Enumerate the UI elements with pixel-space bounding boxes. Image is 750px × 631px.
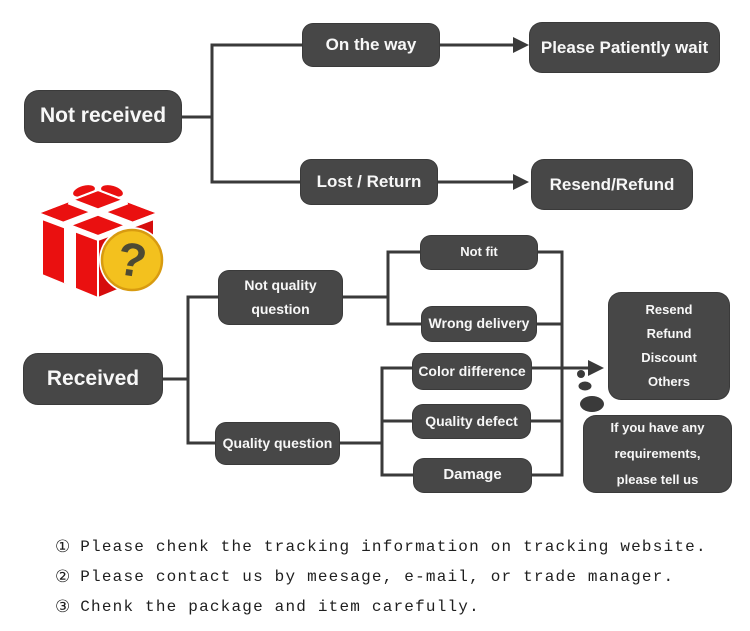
note-text: Please contact us by meesage, e-mail, or… — [80, 568, 675, 586]
question-badge-icon: ? — [99, 227, 165, 293]
node-color-difference: Color difference — [412, 353, 532, 390]
footer-notes: ① Please chenk the tracking information … — [55, 532, 707, 622]
node-outcomes: Resend Refund Discount Others — [608, 292, 730, 400]
node-resend-refund: Resend/Refund — [531, 159, 693, 210]
node-lost-return: Lost / Return — [300, 159, 438, 205]
node-not-quality-question: Not quality question — [218, 270, 343, 325]
circled-number-icon: ③ — [55, 597, 71, 617]
node-please-patiently-wait: Please Patiently wait — [529, 22, 720, 73]
node-wrong-delivery: Wrong delivery — [421, 306, 537, 342]
node-label-line: If you have any — [610, 420, 705, 435]
node-quality-defect: Quality defect — [412, 404, 531, 439]
gift-lid — [35, 188, 161, 238]
node-label-line: please tell us — [616, 472, 699, 487]
circled-number-icon: ② — [55, 567, 71, 587]
node-label-line: Resend — [645, 301, 693, 317]
arrow-head-to-outcomes — [588, 360, 604, 376]
node-received: Received — [23, 353, 163, 405]
node-on-the-way: On the way — [302, 23, 440, 67]
node-not-received: Not received — [24, 90, 182, 143]
thought-bubble-dots-icon — [577, 370, 604, 412]
node-label-line: requirements, — [614, 446, 701, 461]
node-not-fit: Not fit — [420, 235, 538, 270]
node-label-line: question — [251, 300, 310, 317]
note-line-2: ② Please contact us by meesage, e-mail, … — [55, 562, 707, 592]
node-damage: Damage — [413, 458, 532, 493]
circled-number-icon: ① — [55, 537, 71, 557]
not-received-branch-lines — [180, 37, 529, 190]
note-line-1: ① Please chenk the tracking information … — [55, 532, 707, 562]
received-branch-lines — [161, 250, 604, 477]
note-text: Chenk the package and item carefully. — [80, 598, 480, 616]
speech-bubble-requirements: If you have any requirements, please tel… — [583, 415, 732, 493]
node-label-line: Discount — [641, 350, 697, 365]
node-label-line: Not quality — [244, 276, 317, 293]
gift-box-icon: ? — [35, 183, 165, 300]
note-line-3: ③ Chenk the package and item carefully. — [55, 592, 707, 622]
node-quality-question: Quality question — [215, 422, 340, 465]
note-text: Please chenk the tracking information on… — [80, 538, 707, 556]
arrow-head-to-resend-refund — [513, 174, 529, 190]
node-label-line: Others — [648, 374, 690, 390]
node-label-line: Refund — [646, 325, 692, 341]
arrow-head-to-please-wait — [513, 37, 529, 53]
